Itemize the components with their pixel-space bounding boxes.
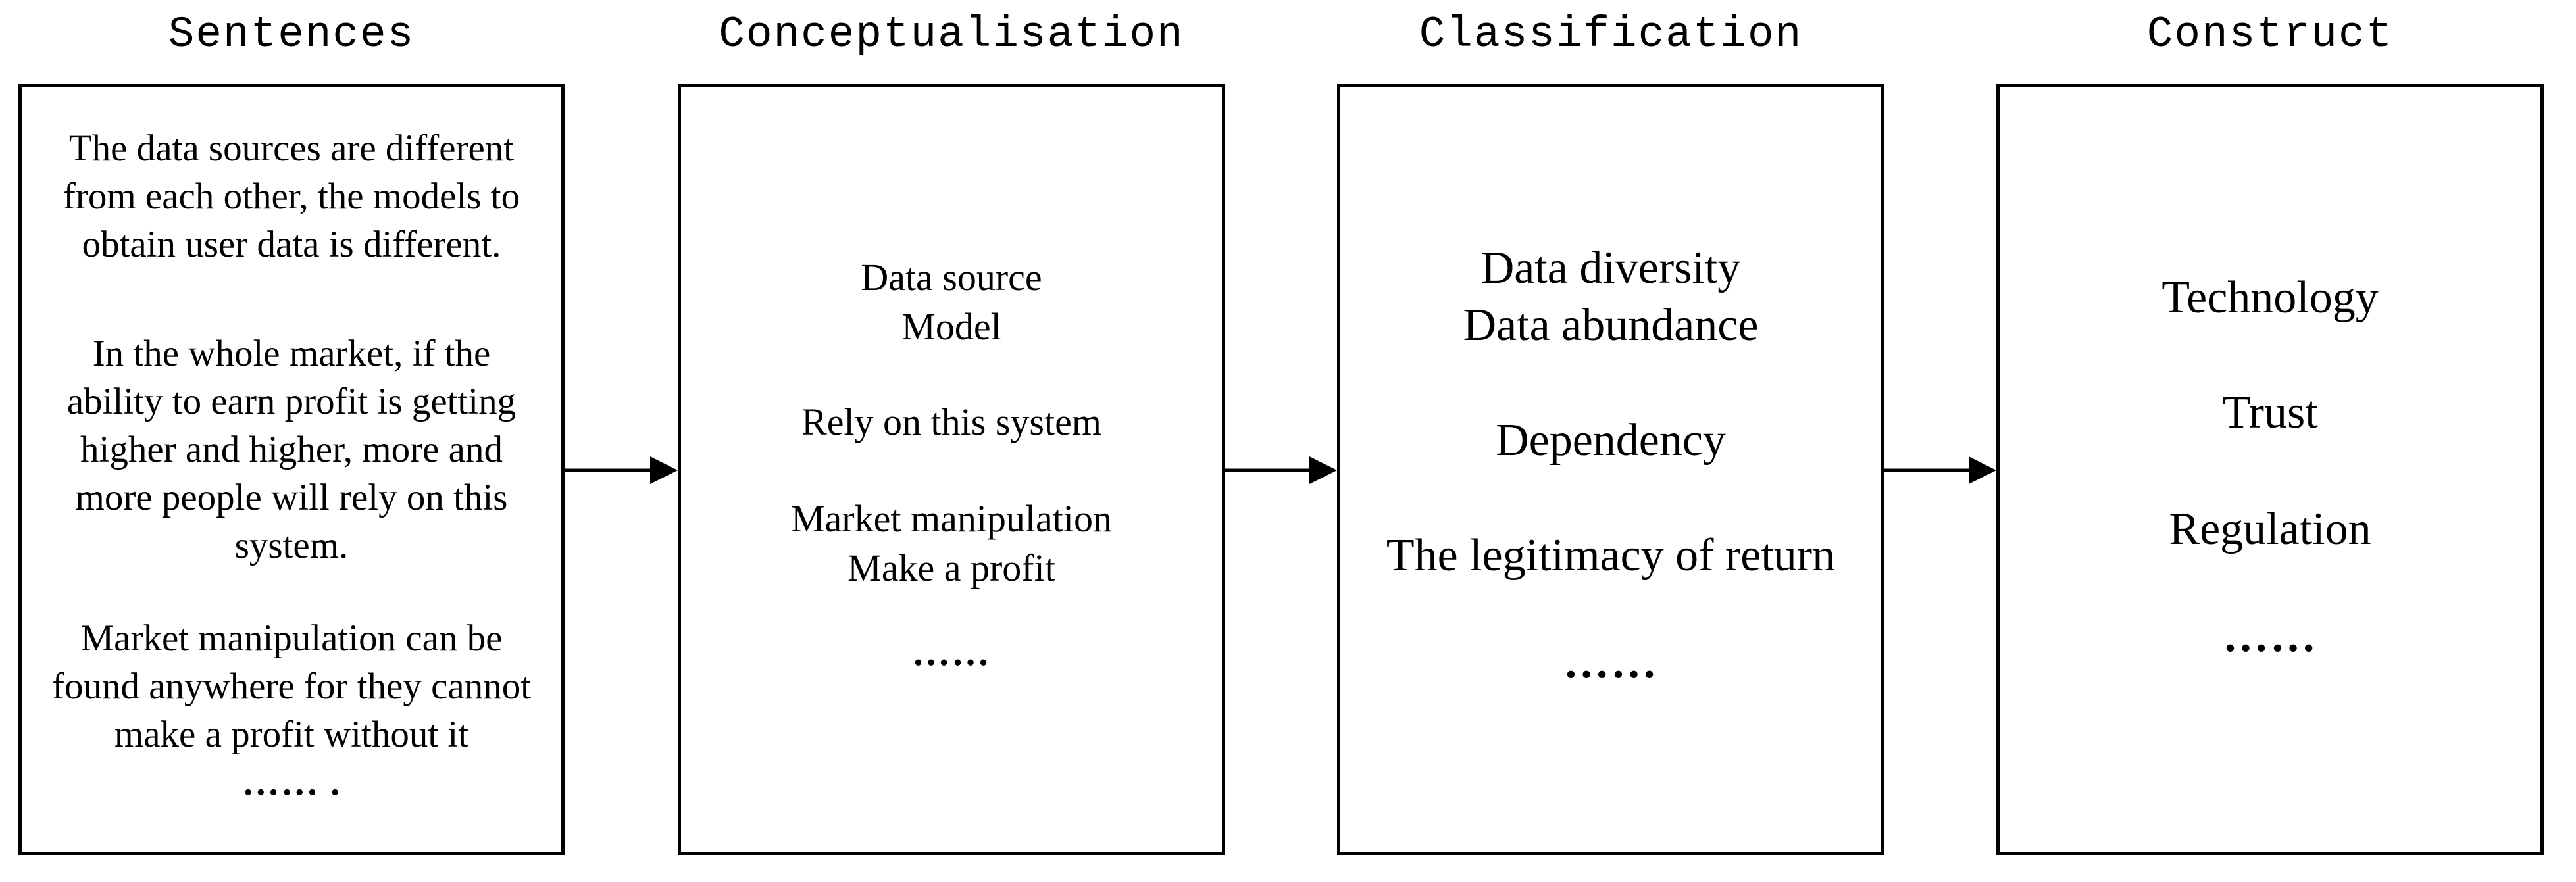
heading-construct: Construct	[2146, 10, 2394, 59]
concept-line: Make a profit	[847, 547, 1055, 589]
arrow-sentences-to-conceptualisation	[565, 456, 678, 484]
classification-line: The legitimacy of return	[1386, 530, 1836, 581]
sentence-line: higher and higher, more and	[80, 429, 503, 470]
classification-box: Data diversity Data abundance Dependency…	[1337, 84, 1884, 855]
construct-ellipsis: ……	[2223, 611, 2317, 662]
heading-sentences: Sentences	[168, 10, 415, 59]
heading-conceptualisation: Conceptualisation	[719, 10, 1184, 59]
classification-line: Data abundance	[1463, 300, 1759, 351]
construct-line: Technology	[2161, 272, 2379, 323]
sentence-line: found anywhere for they cannot	[51, 666, 532, 707]
concept-line: Model	[901, 305, 1001, 348]
heading-classification: Classification	[1419, 10, 1803, 59]
sentence-line: obtain user data is different.	[82, 224, 501, 265]
arrow-classification-to-construct	[1884, 456, 1996, 484]
classification-line: Dependency	[1496, 415, 1726, 466]
conceptualisation-box: Data source Model Rely on this system Ma…	[678, 84, 1225, 855]
sentence-line: make a profit without it	[114, 714, 469, 755]
concept-line: Data source	[861, 256, 1042, 299]
arrow-conceptualisation-to-classification	[1225, 456, 1337, 484]
concept-line: Rely on this system	[801, 401, 1101, 443]
sentence-line: from each other, the models to	[63, 176, 520, 217]
concept-ellipsis: ……	[912, 631, 991, 674]
sentence-line: more people will rely on this	[75, 477, 508, 518]
sentence-line: Market manipulation can be	[80, 618, 503, 659]
classification-line: Data diversity	[1480, 243, 1741, 293]
sentence-line: In the whole market, if the	[92, 333, 491, 374]
construct-line: Regulation	[2169, 504, 2371, 554]
sentence-ellipsis: …… .	[241, 762, 341, 803]
sentence-line: system.	[234, 525, 349, 566]
construct-line: Trust	[2222, 387, 2318, 438]
sentence-line: The data sources are different	[68, 128, 515, 169]
construct-box: Technology Trust Regulation ……	[1996, 84, 2544, 855]
concept-line: Market manipulation	[790, 497, 1113, 540]
sentences-box: The data sources are different from each…	[18, 84, 565, 855]
classification-ellipsis: ……	[1563, 637, 1658, 688]
sentence-line: ability to earn profit is getting	[66, 381, 517, 422]
